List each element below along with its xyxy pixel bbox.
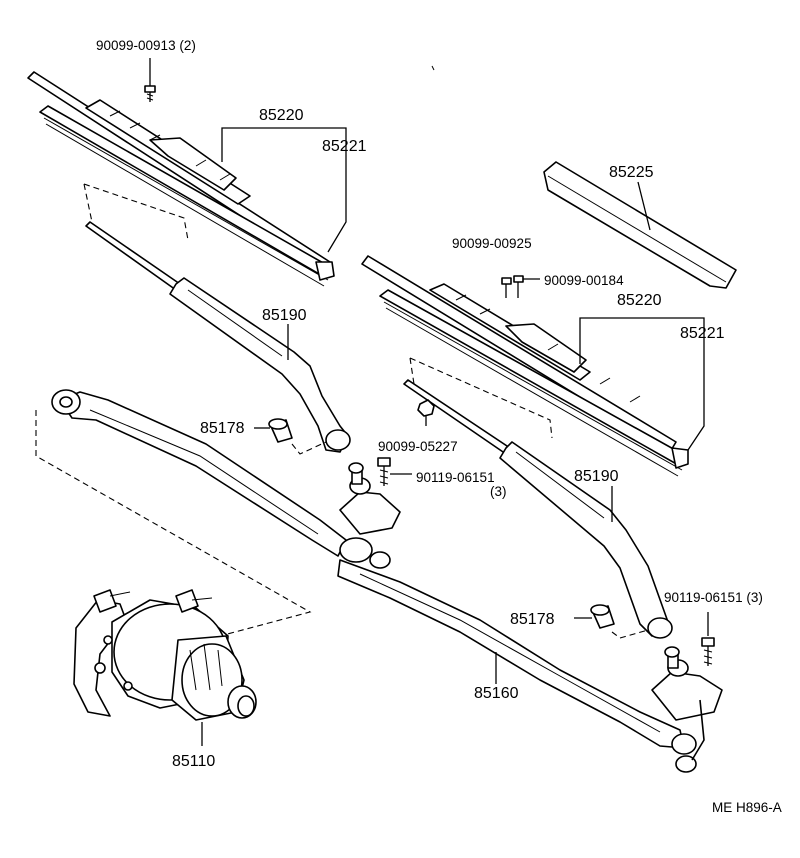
label-85220-left: 85220 [259, 107, 304, 124]
wiper-arm-cap-right[interactable] [590, 604, 615, 629]
label-90099-00913: 90099-00913 (2) [96, 38, 196, 53]
tick-mark [431, 65, 435, 71]
label-85178-right: 85178 [510, 611, 555, 628]
wiper-motor[interactable] [73, 589, 257, 721]
label-85178-left: 85178 [200, 420, 245, 437]
wiper-arm-cap-left[interactable] [268, 418, 293, 443]
label-85190-left: 85190 [262, 307, 307, 324]
wiper-arm-left[interactable] [85, 221, 351, 453]
dashed-guide-cap-left [291, 441, 327, 455]
dashed-guide-cap-right [611, 629, 649, 639]
label-85221-left: 85221 [322, 138, 367, 155]
blade-cover[interactable] [543, 161, 737, 289]
leader-85220-85221-left [221, 127, 347, 253]
leader-85220-85221-right [579, 317, 705, 451]
label-90119-06151-qty: (3) [490, 484, 507, 499]
bolt-90119-06151-right-icon [701, 612, 715, 666]
label-85190-right: 85190 [574, 468, 619, 485]
wiper-link-assembly[interactable] [51, 389, 723, 773]
bolt-90119-06151-center-icon [377, 457, 412, 486]
wiper-arm-right[interactable] [403, 379, 673, 639]
dashed-guide-blade-left [83, 183, 189, 241]
label-85221-right: 85221 [680, 325, 725, 342]
label-90099-00925: 90099-00925 [452, 236, 532, 251]
label-85110: 85110 [172, 753, 215, 770]
dashed-guide-link [35, 410, 312, 637]
screw-90099-00925-icon [501, 277, 512, 298]
screw-90099-00913-icon [144, 58, 156, 102]
label-85220-right: 85220 [617, 292, 662, 309]
screw-90099-00184-icon [513, 275, 540, 298]
wiper-blade-left[interactable] [27, 71, 335, 287]
label-90119-06151-right: 90119-06151 (3) [664, 590, 763, 605]
dashed-guide-blade-right [409, 357, 553, 439]
reference-code: ME H896-A [712, 800, 782, 815]
label-90099-00184: 90099-00184 [544, 273, 624, 288]
label-85225: 85225 [609, 164, 654, 181]
wiper-blade-right[interactable] [361, 255, 689, 477]
label-85160: 85160 [474, 685, 519, 702]
label-90119-06151-center: 90119-06151 [416, 470, 495, 485]
label-90099-05227: 90099-05227 [378, 439, 458, 454]
nut-90099-05227-icon [417, 399, 435, 426]
